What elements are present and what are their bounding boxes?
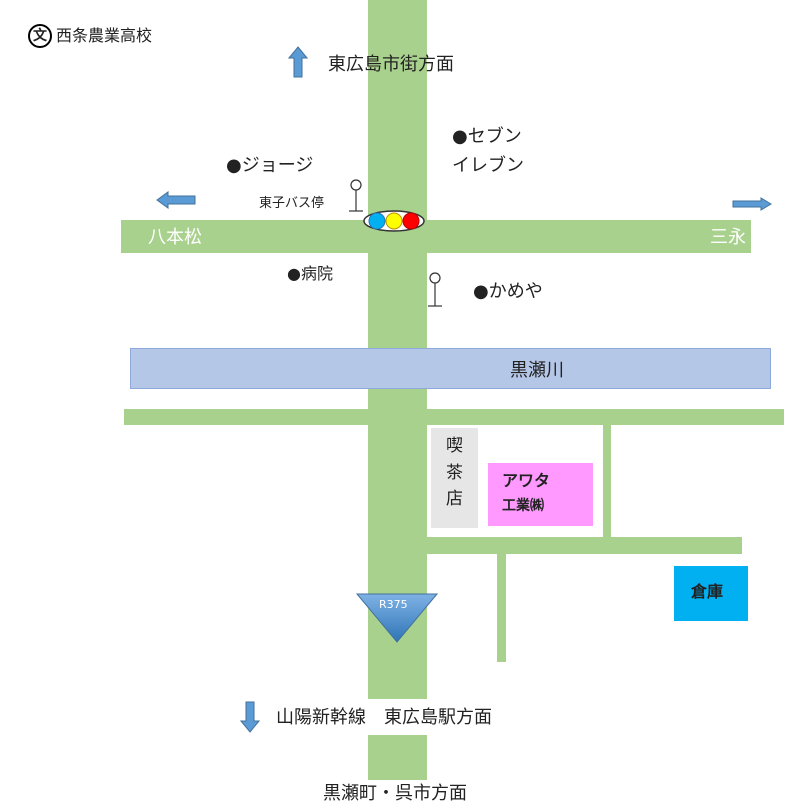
- poi-seven-eleven-line1: ●セブン: [452, 126, 522, 147]
- bus-stop-icon: [428, 272, 442, 307]
- arrow-left-icon: [156, 191, 196, 209]
- route-marker-label: R375: [379, 598, 408, 611]
- route-marker-icon: [355, 593, 439, 643]
- warehouse-building: 倉庫: [674, 566, 748, 621]
- arrow-up-icon: [288, 46, 308, 78]
- traffic-signal-icon: [363, 210, 425, 232]
- poi-kameya: ●かめや: [473, 281, 543, 302]
- bus-stop-label: 東子バス停: [259, 196, 325, 211]
- cafe-label-char: 店: [446, 489, 463, 509]
- riverside-road: [124, 409, 784, 425]
- main-road-r375-bottom: [368, 735, 427, 780]
- east-road-label: 三永: [710, 227, 746, 248]
- side-road-horizontal: [427, 537, 742, 554]
- awata-label-line2: 工業㈱: [502, 498, 544, 514]
- side-road-vertical-south: [497, 554, 506, 662]
- river-label: 黒瀬川: [510, 360, 564, 381]
- side-road-vertical-east: [603, 425, 611, 537]
- arrow-down-icon: [240, 701, 260, 733]
- cafe-label-char: 喫: [446, 436, 463, 456]
- poi-hospital: ●病院: [287, 264, 333, 283]
- school-icon: 文: [28, 24, 52, 48]
- bus-stop-icon: [349, 179, 363, 212]
- main-road-r375-north: [368, 0, 427, 348]
- cafe-building: 喫 茶 店: [431, 428, 478, 528]
- arrow-right-icon: [732, 197, 772, 211]
- north-direction-label: 東広島市街方面: [328, 54, 454, 75]
- school-label: 西条農業高校: [56, 26, 153, 45]
- main-road-r375-south: [368, 389, 427, 699]
- warehouse-label: 倉庫: [691, 582, 724, 601]
- west-road-label: 八本松: [148, 227, 202, 248]
- poi-seven-eleven-line2: イレブン: [452, 155, 524, 176]
- south-direction-label: 山陽新幹線 東広島駅方面: [276, 707, 492, 728]
- awata-label-line1: アワタ: [502, 471, 551, 490]
- river-kurose: [130, 348, 771, 389]
- bottom-direction-label: 黒瀬町・呉市方面: [323, 783, 467, 804]
- poi-george: ●ジョージ: [226, 155, 314, 176]
- cafe-label-char: 茶: [446, 463, 463, 483]
- east-west-road: [121, 220, 751, 253]
- awata-kogyo-building: アワタ 工業㈱: [488, 463, 593, 526]
